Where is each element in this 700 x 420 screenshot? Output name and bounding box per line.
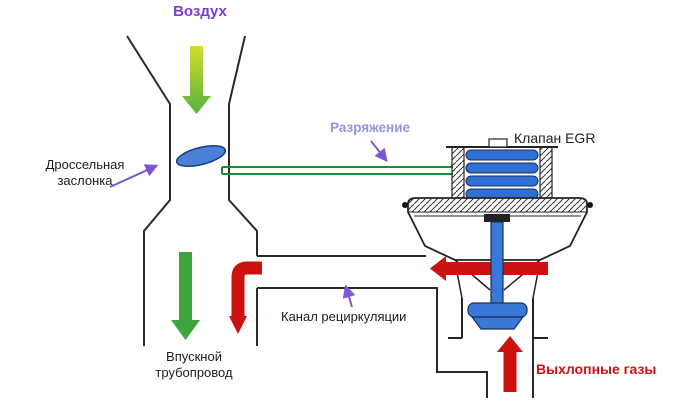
- throttle-label-line1: Дроссельная: [45, 157, 125, 172]
- vacuum-pointer-arrow: [370, 140, 388, 163]
- vacuum-line: [221, 166, 453, 175]
- air-tube-outline: [126, 35, 171, 346]
- recirculation-channel-label: Канал рециркуляции: [281, 309, 407, 324]
- egr-spring: [465, 149, 539, 200]
- throttle-plate: [175, 145, 227, 167]
- throttle-label: Дроссельная заслонка: [26, 157, 144, 190]
- recirculation-flow-arrow: [430, 256, 548, 281]
- intake-label-line1: Впускной: [166, 349, 222, 364]
- recirculation-elbow-arrow: [229, 261, 262, 334]
- throttle-pointer-arrow: [109, 164, 159, 188]
- air-flow-arrow: [182, 46, 211, 114]
- intake-label-line2: трубопровод: [155, 365, 233, 381]
- exhaust-flow-arrow: [497, 336, 523, 392]
- intake-manifold-label: Впускной трубопровод: [146, 349, 242, 382]
- air-tube-outline-right: [228, 35, 258, 256]
- recirculation-channel-bottom-edge: [257, 287, 488, 398]
- egr-spring-housing-right-wall: [539, 146, 553, 203]
- throttle-label-line2: заслонка: [57, 173, 113, 189]
- dome-bolt-right: [587, 202, 593, 208]
- dome-bolt-left: [402, 202, 408, 208]
- egr-valve-label: Клапан EGR: [514, 130, 596, 146]
- exhaust-gases-label: Выхлопные газы: [536, 361, 657, 377]
- air-label: Воздух: [173, 3, 227, 20]
- vacuum-label: Разряжение: [330, 120, 411, 135]
- intake-flow-arrow: [171, 252, 200, 340]
- channel-pointer-arrow: [342, 284, 356, 308]
- egr-spring-housing-left-wall: [451, 146, 465, 203]
- egr-valve-stem: [490, 221, 504, 313]
- egr-valve-poppet: [467, 302, 528, 330]
